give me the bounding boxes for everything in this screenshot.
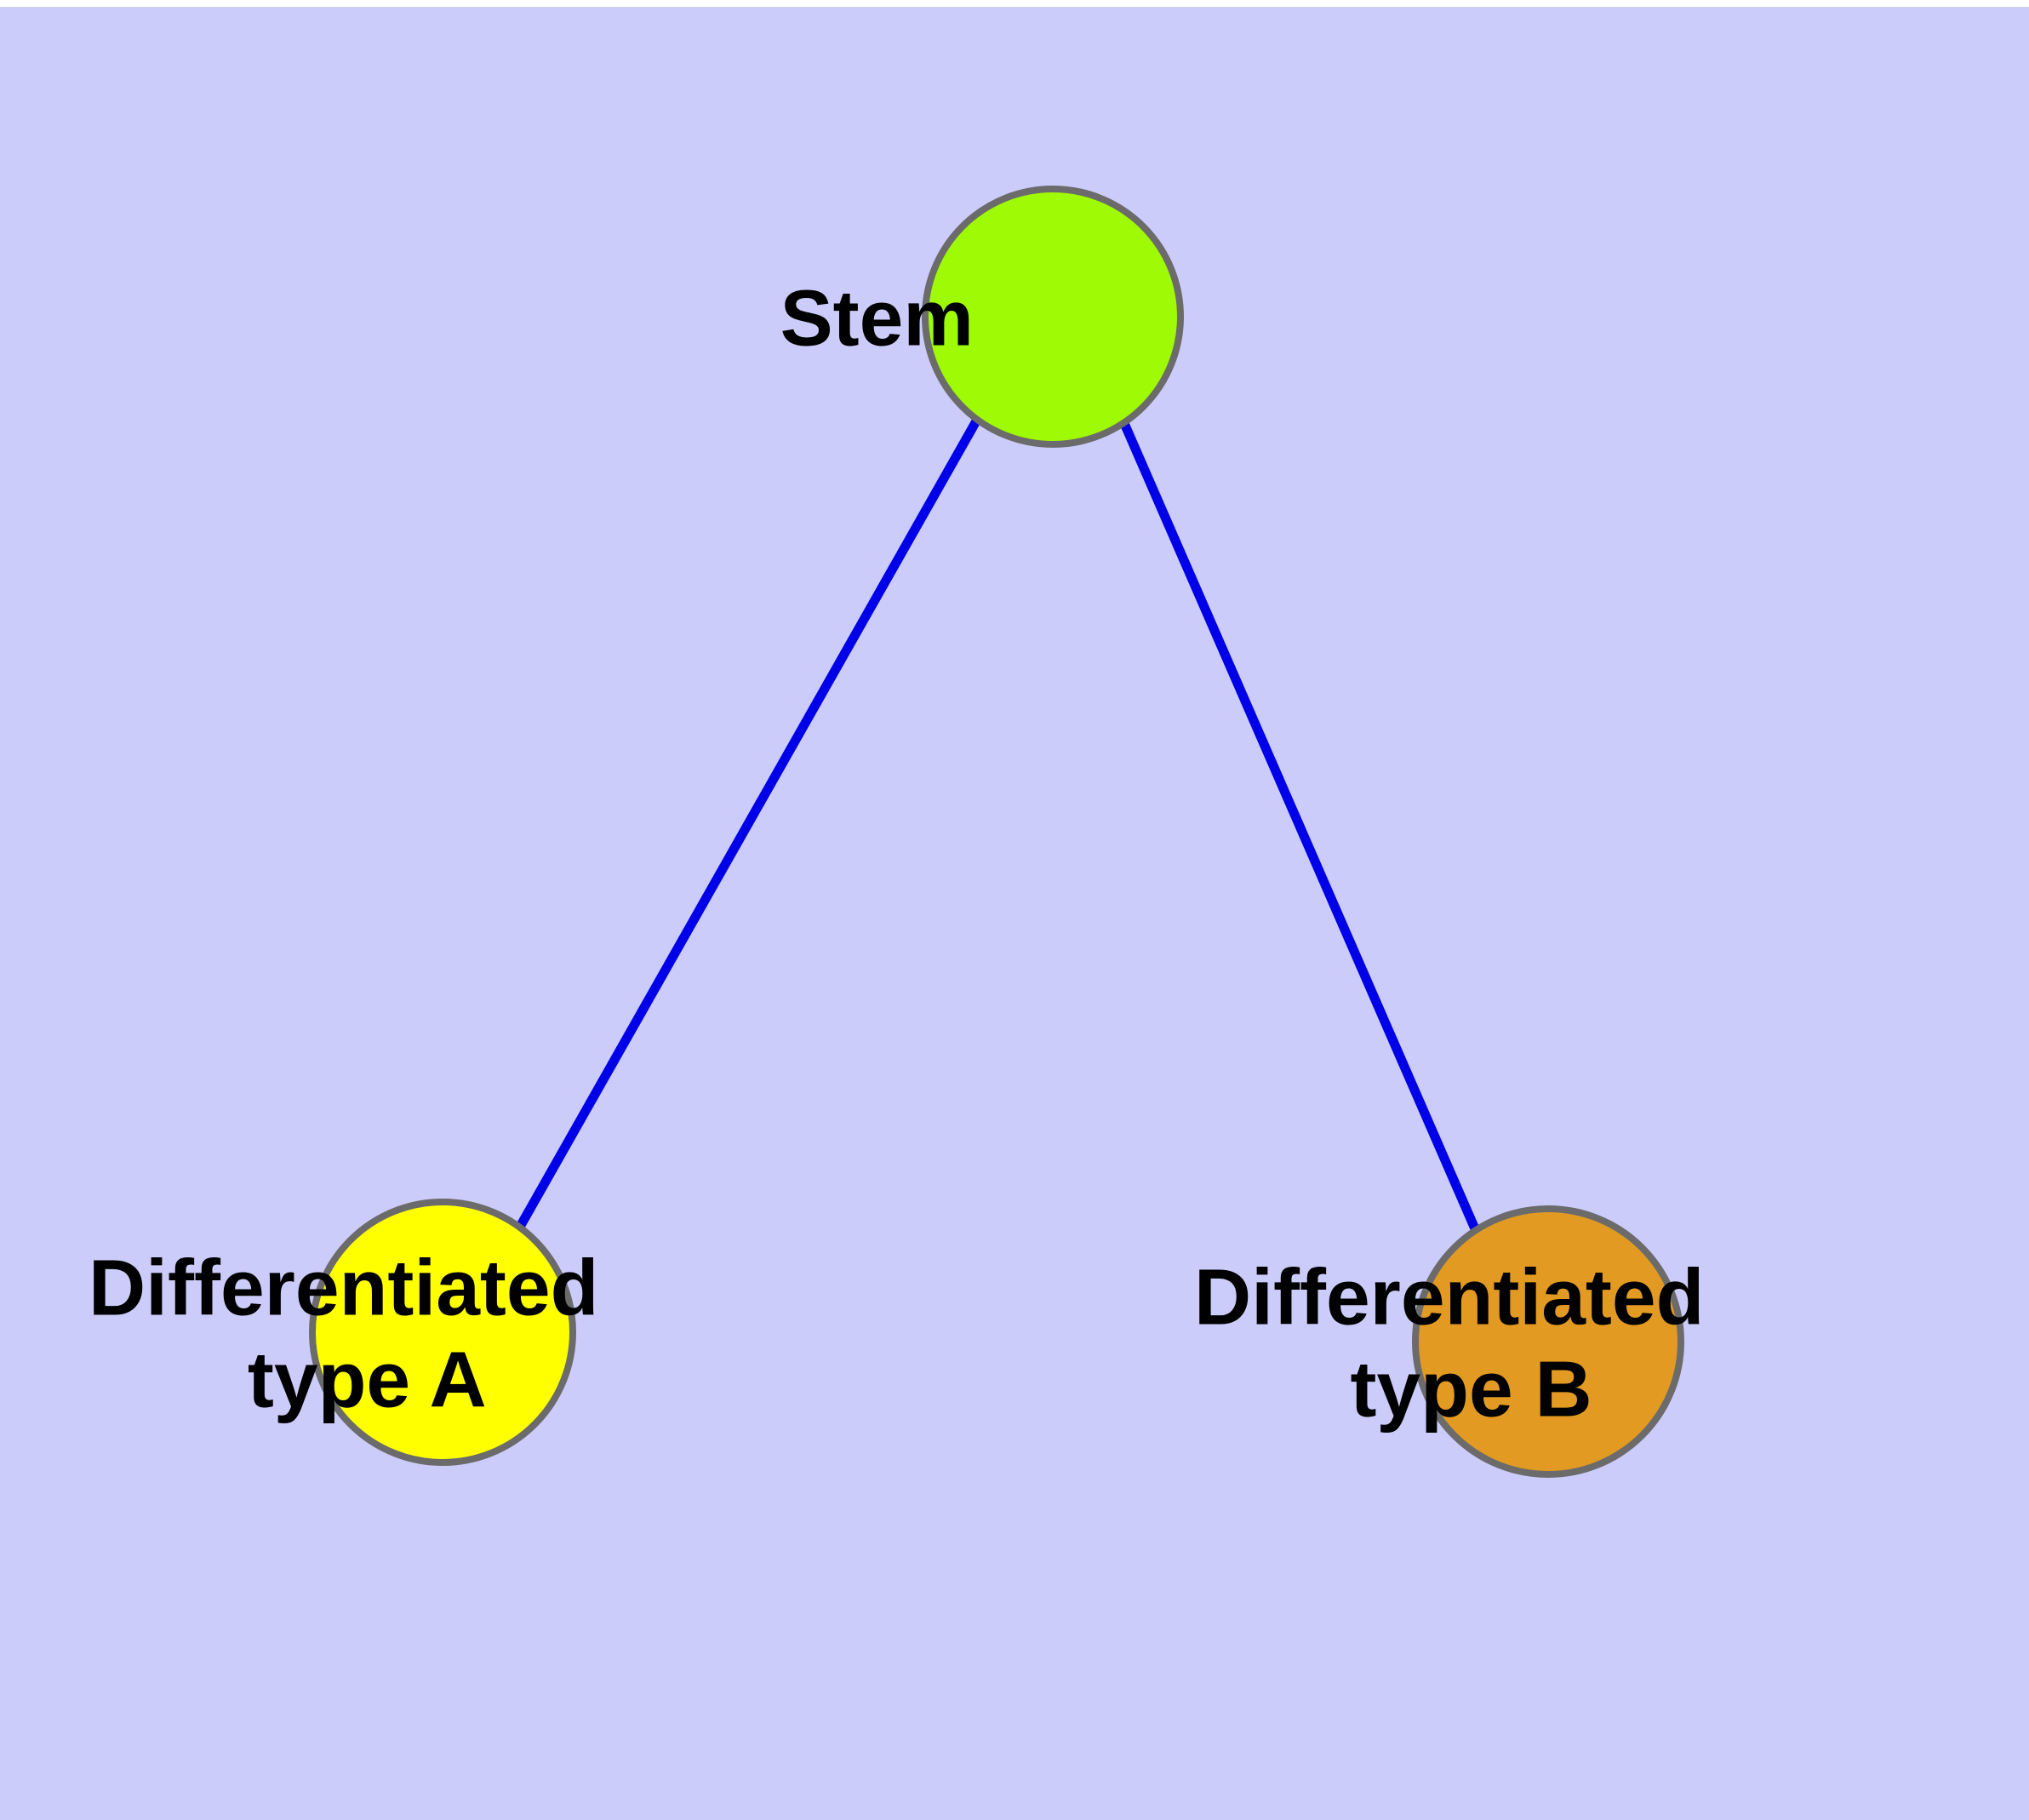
node-label-stem: Stem — [780, 0, 1326, 362]
node-label-diff-a: Differentiated type A — [89, 0, 797, 1423]
node-label-stem-line1: Stem — [780, 273, 974, 362]
edge-stem-to-diff-b[interactable] — [1118, 419, 1482, 1235]
node-circle-diff-a[interactable] — [309, 1199, 576, 1466]
label-layer: Stem Differentiated type A Differentiate… — [89, 0, 1902, 1433]
edge-stem-to-diff-a[interactable] — [516, 417, 981, 1229]
edge-layer — [516, 417, 1482, 1235]
node-label-diff-b: Differentiated type B — [1194, 0, 1902, 1433]
node-stem[interactable] — [922, 186, 1184, 448]
node-circle-stem[interactable] — [922, 186, 1184, 448]
node-label-diff-a-line2: type A — [248, 1335, 485, 1423]
node-circle-diff-b[interactable] — [1412, 1205, 1684, 1478]
node-label-diff-b-line1: Differentiated — [1194, 1252, 1704, 1341]
node-label-diff-b-line2: type B — [1350, 1344, 1592, 1433]
node-layer — [309, 186, 1684, 1478]
node-diff-a[interactable] — [309, 1199, 576, 1466]
node-label-diff-a-line1: Differentiated — [89, 1243, 598, 1331]
node-diff-b[interactable] — [1412, 1205, 1684, 1478]
